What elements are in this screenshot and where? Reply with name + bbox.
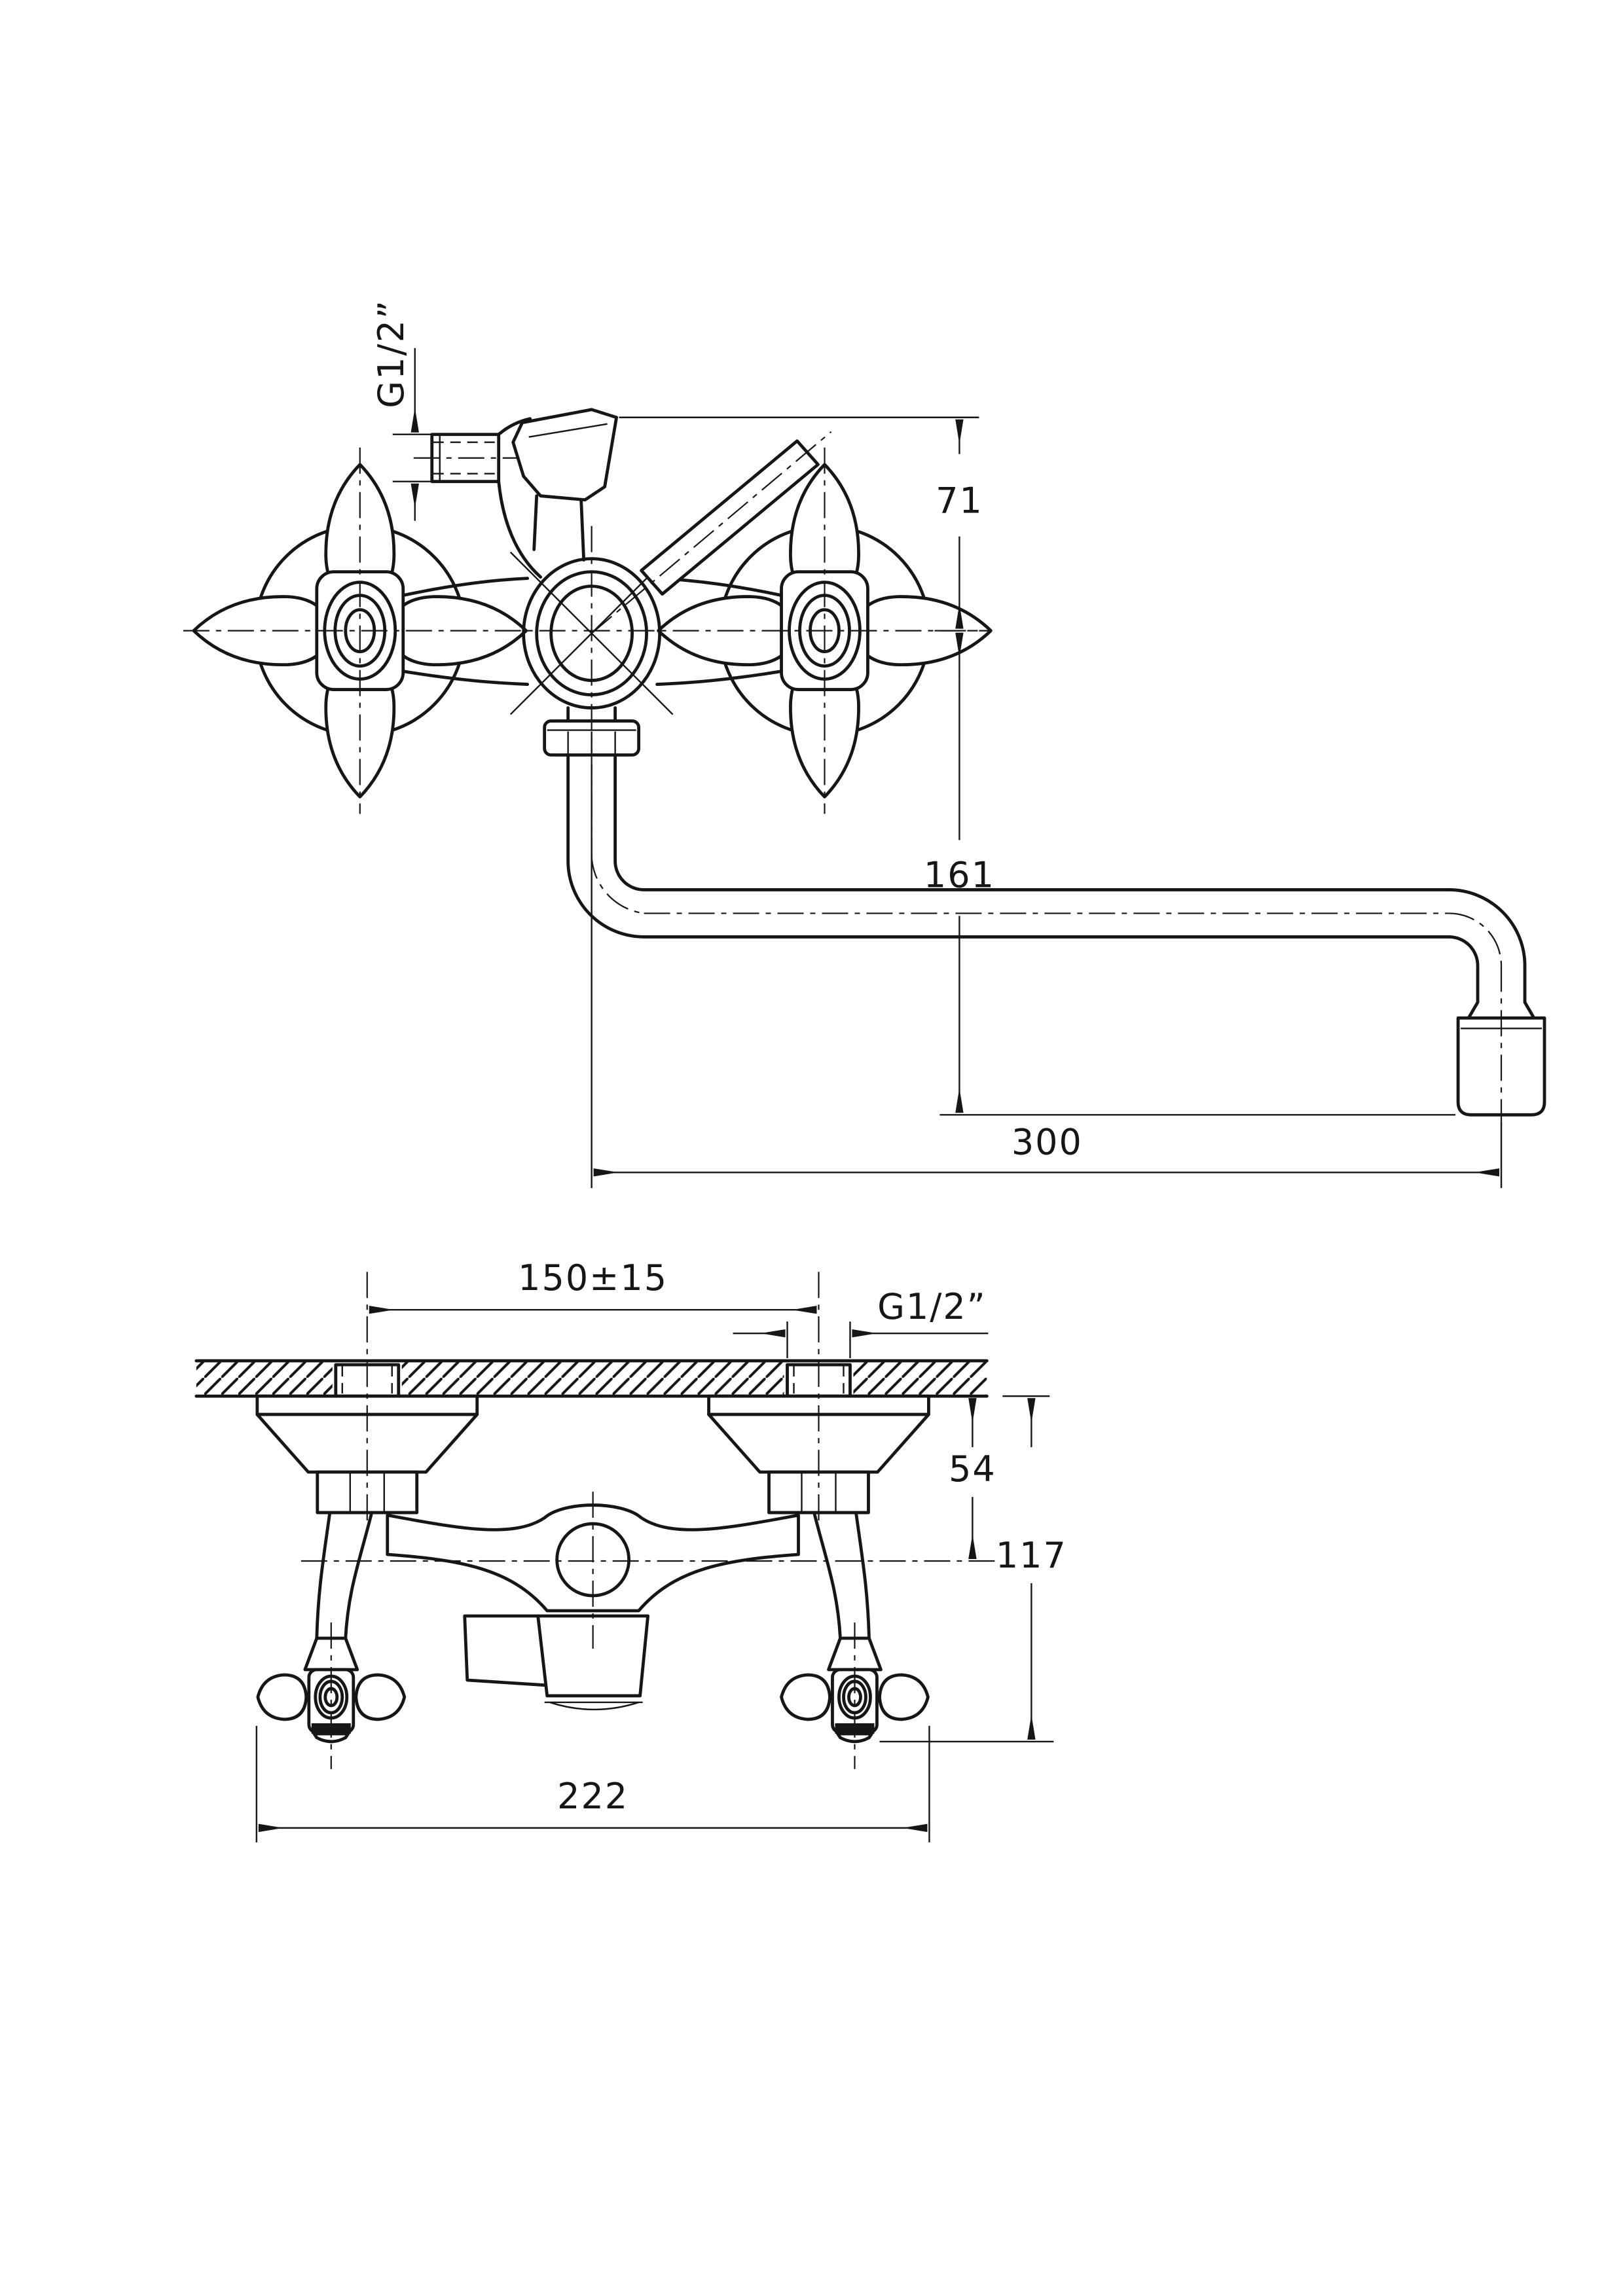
bottom-view-plan: 150±15 G1/2” 54 117 222 [194,1257,1067,1842]
left-handle-plan [256,1636,407,1744]
dim-161-label: 161 [924,854,995,895]
top-view-front-elevation: G1/2” 71 161 300 [183,299,1546,1189]
dim-150-label: 150±15 [518,1257,668,1299]
dimension-300: 300 [591,764,1503,1189]
dimension-150: 150±15 [369,1257,817,1314]
dim-222-label: 222 [557,1776,629,1817]
dim-71-label: 71 [936,480,983,522]
handshower-cradle [511,408,619,562]
dim-117-label: 117 [996,1535,1067,1576]
lever-centerline [591,431,832,634]
shower-outlet-thread-stub [413,417,543,579]
thread-size-label: G1/2” [877,1286,987,1327]
thread-size-label: G1/2” [371,299,412,408]
right-handle-plan [780,1636,930,1744]
dim-300-label: 300 [1012,1121,1083,1162]
wall-section [194,1359,1050,1398]
spout-plan [463,1614,650,1711]
dimension-117: 117 [879,1398,1067,1743]
spout-cup-plan [536,1614,650,1698]
lever-paddle-plan [463,1614,549,1687]
left-valve-neck [315,1511,374,1640]
right-valve-neck [812,1511,871,1640]
dim-54-label: 54 [949,1448,996,1490]
dimension-thread-plan: G1/2” [733,1286,989,1359]
dimension-71-161-chain: 71 161 [619,416,1456,1116]
dimension-222: 222 [255,1725,930,1842]
diverter-lever [591,431,832,634]
dimension-shower-thread: G1/2” [371,299,448,521]
dimension-54: 54 [949,1398,996,1560]
